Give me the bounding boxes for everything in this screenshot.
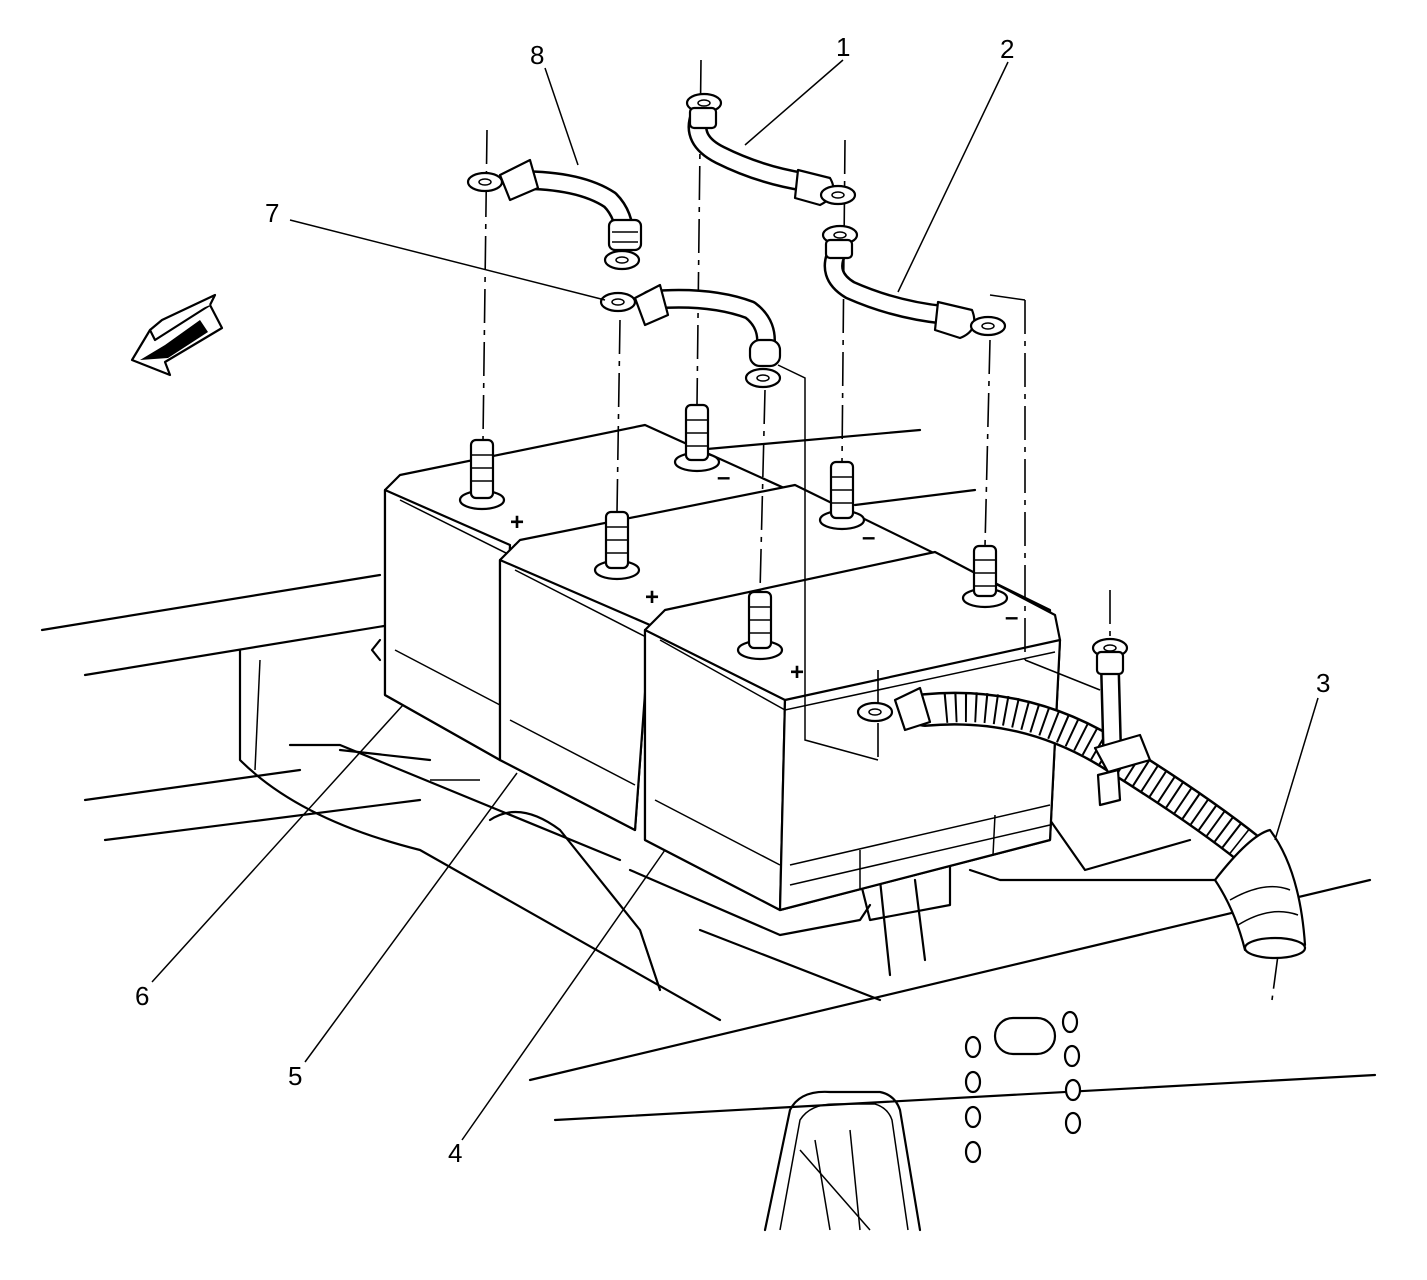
- callout-8: 8: [530, 40, 544, 70]
- front-direction-arrow-icon: [130, 293, 224, 377]
- callouts: 1 2 3 4 5 6 7 8: [135, 32, 1330, 1168]
- terminal-stud-b6-negative: [673, 403, 721, 473]
- cable-3: [856, 637, 1307, 960]
- callout-4: 4: [448, 1138, 462, 1168]
- cable-2: [821, 224, 1007, 340]
- cable-1: [685, 92, 857, 207]
- negative-mark: –: [1005, 604, 1018, 631]
- callout-1: 1: [836, 32, 850, 62]
- callout-3: 3: [1316, 668, 1330, 698]
- leader-lines: [151, 59, 1319, 1141]
- callout-5: 5: [288, 1061, 302, 1091]
- positive-mark: +: [510, 509, 524, 536]
- positive-mark: +: [790, 659, 804, 686]
- negative-mark: –: [717, 464, 730, 491]
- cable-7: [599, 283, 782, 389]
- terminal-stud-b5-negative: [818, 460, 866, 531]
- polarity-marks: + – + – + –: [510, 464, 1018, 686]
- terminal-stud-b6-positive: [458, 438, 506, 511]
- cable-8: [466, 158, 643, 271]
- positive-mark: +: [645, 584, 659, 611]
- terminal-stud-b4-negative: [961, 544, 1009, 609]
- vehicle-frame: [40, 428, 1377, 1232]
- callout-7: 7: [265, 198, 279, 228]
- callout-6: 6: [135, 981, 149, 1011]
- callout-2: 2: [1000, 34, 1014, 64]
- negative-mark: –: [862, 524, 875, 551]
- terminal-studs: [458, 403, 1009, 661]
